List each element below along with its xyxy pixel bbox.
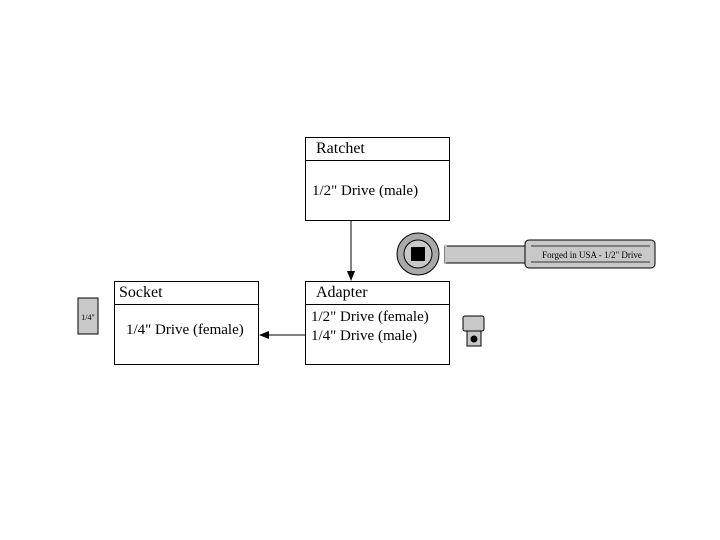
ratchet-icon: [396, 232, 656, 276]
adapter-icon: [462, 315, 485, 347]
socket-icon: [77, 297, 99, 335]
ratchet-node: Ratchet 1/2" Drive (male): [305, 137, 450, 221]
adapter-line-2: 1/4" Drive (male): [311, 328, 418, 344]
ratchet-line-1: 1/2" Drive (male): [312, 183, 419, 199]
adapter-node: Adapter 1/2" Drive (female) 1/4" Drive (…: [305, 281, 450, 365]
socket-icon-label: 1/4": [81, 313, 95, 322]
socket-title: Socket: [115, 282, 258, 305]
adapter-line-1: 1/2" Drive (female): [311, 309, 429, 325]
adapter-title: Adapter: [306, 282, 449, 305]
socket-line-1: 1/4" Drive (female): [126, 322, 244, 338]
socket-node: Socket 1/4" Drive (female): [114, 281, 259, 365]
ratchet-title: Ratchet: [306, 138, 449, 161]
ratchet-handle-text: Forged in USA - 1/2" Drive: [542, 250, 642, 260]
